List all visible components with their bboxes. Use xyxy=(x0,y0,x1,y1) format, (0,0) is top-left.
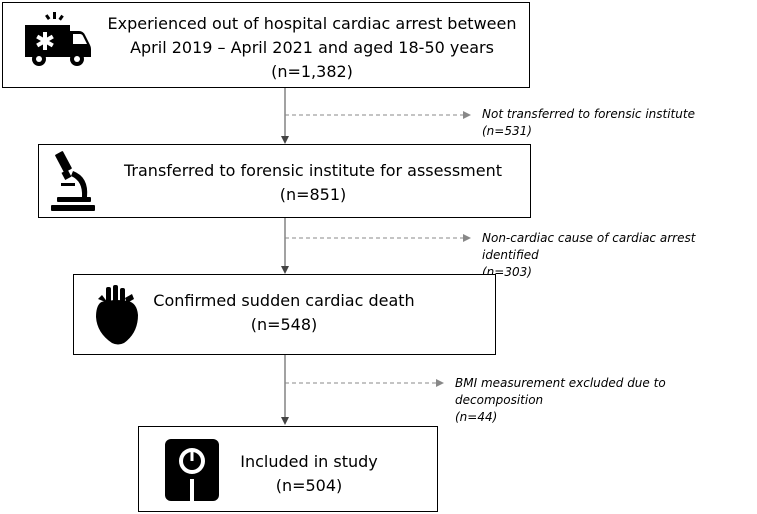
exclusion-2: Non-cardiac cause of cardiac arrest iden… xyxy=(482,230,754,281)
step-text-2: Transferred to forensic institute for as… xyxy=(101,159,525,207)
step-count-2: (n=851) xyxy=(279,185,347,204)
step-label-1a: Experienced out of hospital cardiac arre… xyxy=(107,14,517,33)
exclusion-3: BMI measurement excluded due to decompos… xyxy=(455,375,755,426)
step-box-1: Experienced out of hospital cardiac arre… xyxy=(2,2,530,88)
step-text-3: Confirmed sudden cardiac death (n=548) xyxy=(144,289,424,337)
heart-icon xyxy=(96,285,138,345)
exclusion-count-2: (n=303) xyxy=(482,265,532,279)
exclusion-label-2: Non-cardiac cause of cardiac arrest iden… xyxy=(482,231,696,262)
scale-icon xyxy=(165,439,219,501)
exclusion-label-3: BMI measurement excluded due to decompos… xyxy=(455,376,666,407)
ambulance-icon xyxy=(25,12,91,66)
step-label-1b: April 2019 – April 2021 and aged 18-50 y… xyxy=(130,38,494,57)
step-box-3: Confirmed sudden cardiac death (n=548) xyxy=(73,274,496,355)
step-label-3: Confirmed sudden cardiac death xyxy=(153,291,415,310)
step-label-4: Included in study xyxy=(240,452,378,471)
exclusion-1: Not transferred to forensic institute (n… xyxy=(482,106,754,140)
step-text-4: Included in study (n=504) xyxy=(229,450,389,498)
step-count-4: (n=504) xyxy=(275,476,343,495)
step-count-3: (n=548) xyxy=(250,315,318,334)
step-box-4: Included in study (n=504) xyxy=(138,426,438,512)
step-box-2: Transferred to forensic institute for as… xyxy=(38,144,531,218)
exclusion-count-3: (n=44) xyxy=(455,410,498,424)
step-label-2: Transferred to forensic institute for as… xyxy=(124,161,502,180)
step-text-1: Experienced out of hospital cardiac arre… xyxy=(97,12,527,84)
exclusion-count-1: (n=531) xyxy=(482,124,532,138)
exclusion-label-1: Not transferred to forensic institute xyxy=(482,107,695,121)
microscope-icon xyxy=(51,151,95,211)
step-count-1: (n=1,382) xyxy=(271,62,353,81)
